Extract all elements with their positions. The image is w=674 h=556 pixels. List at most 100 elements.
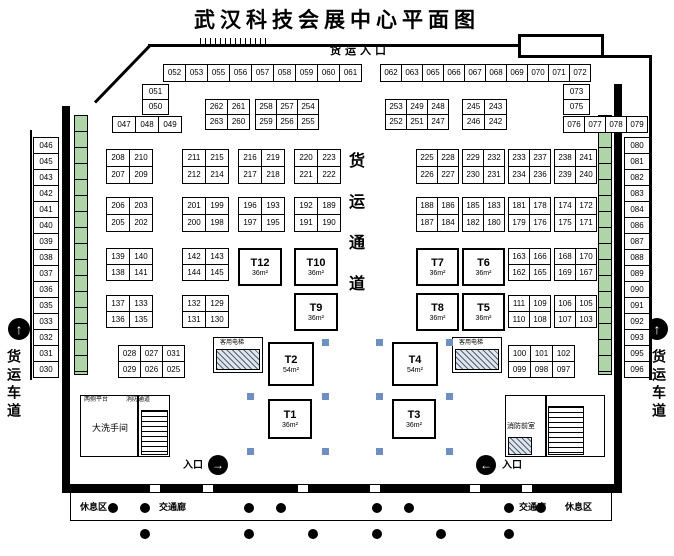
pillar-marker (322, 339, 329, 346)
booth-190: 190 (317, 214, 341, 232)
booth-179: 179 (508, 214, 530, 232)
booth-207: 207 (106, 166, 130, 184)
booth-031: 031 (162, 345, 185, 362)
booth-052: 052 (163, 64, 186, 82)
booth-026: 026 (140, 361, 163, 378)
t-booth-area: 36m² (406, 421, 422, 429)
t-booth-id: T12 (250, 256, 270, 269)
booth-083: 083 (624, 185, 650, 202)
booth-029: 029 (118, 361, 141, 378)
booth-073: 073 (563, 84, 590, 100)
booth-130: 130 (205, 311, 229, 328)
booth-142: 142 (182, 248, 206, 265)
left-core-divider (137, 395, 139, 457)
freight-aisle-label: 货运通道 (346, 152, 363, 316)
wall-right (614, 84, 622, 490)
booth-227: 227 (437, 166, 459, 184)
booth-252: 252 (385, 114, 407, 130)
booth-072: 072 (569, 64, 591, 82)
booth-166: 166 (529, 248, 551, 265)
t-booth-id: T6 (477, 256, 490, 269)
booth-049: 049 (158, 116, 182, 133)
rest-area-left-label: 休息区 (80, 502, 108, 512)
booth-178: 178 (529, 197, 551, 215)
booth-174: 174 (554, 197, 576, 215)
booth-220: 220 (294, 149, 318, 167)
booth-144: 144 (182, 264, 206, 281)
booth-053: 053 (185, 64, 208, 82)
page-title: 武汉科技会展中心平面图 (194, 9, 480, 32)
booth-068: 068 (485, 64, 507, 82)
fire-anteroom-label: 消防前室 (507, 423, 535, 430)
door-gap (470, 485, 480, 492)
wall-top-right-step (604, 55, 651, 58)
colonnade-column (372, 529, 382, 539)
booth-095: 095 (624, 345, 650, 362)
booth-109: 109 (529, 295, 551, 312)
booth-060: 060 (317, 64, 340, 82)
booth-039: 039 (33, 233, 59, 250)
booth-198: 198 (205, 214, 229, 232)
booth-090: 090 (624, 281, 650, 298)
booth-242: 242 (484, 114, 507, 130)
booth-249: 249 (406, 99, 428, 115)
booth-041: 041 (33, 201, 59, 218)
booth-219: 219 (261, 149, 285, 167)
green-booth-strip-left (74, 115, 88, 375)
booth-203: 203 (129, 197, 153, 215)
booth-111: 111 (508, 295, 530, 312)
booth-259: 259 (255, 114, 277, 130)
booth-208: 208 (106, 149, 130, 167)
booth-195: 195 (261, 214, 285, 232)
booth-084: 084 (624, 201, 650, 218)
freight-lane-left-label: 货运车道 (6, 349, 22, 421)
restroom-label: 大洗手间 (92, 423, 129, 433)
booth-182: 182 (462, 214, 484, 232)
booth-046: 046 (33, 137, 59, 154)
pillar-marker (376, 448, 383, 455)
booth-201: 201 (182, 197, 206, 215)
entrance-right-label: 入口 (502, 460, 522, 471)
booth-216: 216 (238, 149, 262, 167)
booth-189: 189 (317, 197, 341, 215)
booth-217: 217 (238, 166, 262, 184)
booth-260: 260 (227, 114, 250, 130)
booth-108: 108 (529, 311, 551, 328)
booth-103: 103 (575, 311, 597, 328)
booth-136: 136 (106, 311, 130, 328)
booth-221: 221 (294, 166, 318, 184)
booth-261: 261 (227, 99, 250, 115)
booth-172: 172 (575, 197, 597, 215)
booth-070: 070 (527, 64, 549, 82)
t-booth-area: 36m² (429, 269, 446, 277)
booth-230: 230 (462, 166, 484, 184)
booth-032: 032 (33, 329, 59, 346)
booth-251: 251 (406, 114, 428, 130)
booth-233: 233 (508, 149, 530, 167)
t-booth-area: 36m² (475, 269, 492, 277)
t-booth-id: T7 (431, 256, 444, 269)
fire-passage-label: 消防通道 (126, 397, 151, 403)
booth-225: 225 (416, 149, 438, 167)
elevator-kiosk-left-shaft (216, 349, 260, 370)
booth-051: 051 (142, 84, 169, 100)
booth-168: 168 (554, 248, 576, 265)
booth-076: 076 (563, 116, 585, 133)
booth-187: 187 (416, 214, 438, 232)
booth-080: 080 (624, 137, 650, 154)
wall-outer-right (649, 55, 652, 380)
t-booth-id: T3 (407, 408, 421, 421)
booth-101: 101 (530, 345, 553, 362)
entrance-left-label: 入口 (183, 460, 203, 471)
booth-105: 105 (575, 295, 597, 312)
pillar-marker (247, 393, 254, 400)
booth-140: 140 (129, 248, 153, 265)
elevator-kiosk-right-shaft (455, 349, 499, 370)
booth-038: 038 (33, 249, 59, 266)
t-booth-area: 36m² (475, 314, 492, 322)
booth-171: 171 (575, 214, 597, 232)
